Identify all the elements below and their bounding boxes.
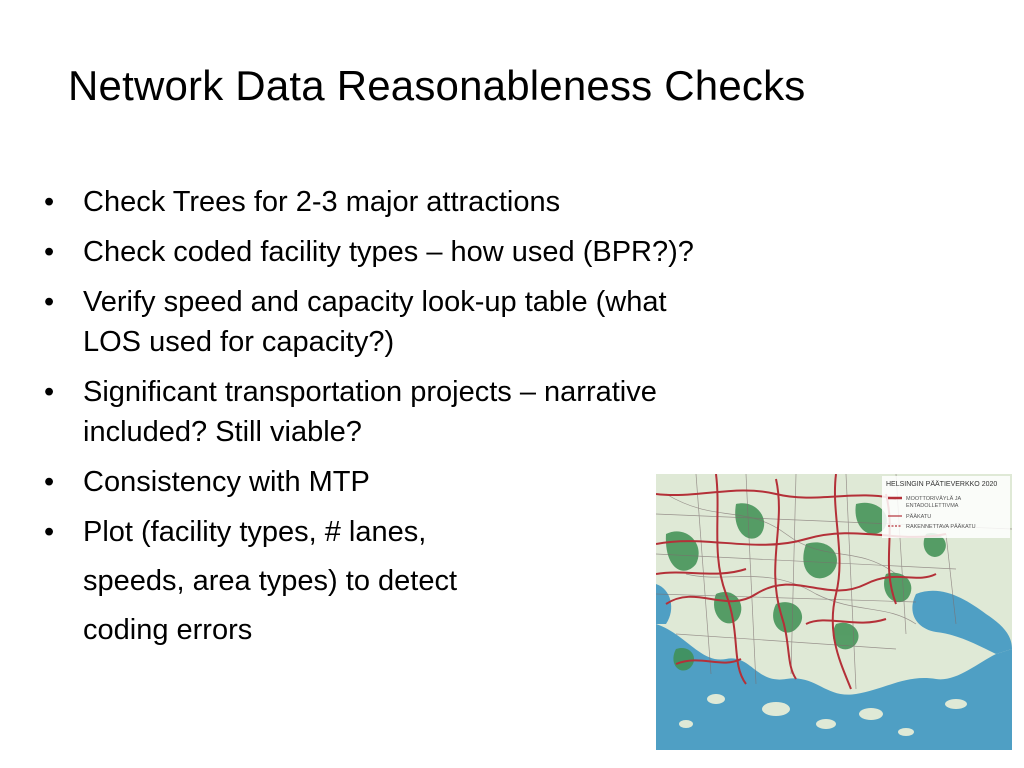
bullet-text-line3: coding errors [83,614,253,646]
road-network-map-graphic: HELSINGIN PÄÄTIEVERKKO 2020 MOOTTORIVÄYL… [656,474,1012,750]
bullet-dot: • [44,516,55,548]
bullet-item: • Significant transportation projects – … [44,372,804,452]
bullet-text-line2: LOS used for capacity?) [83,326,395,358]
legend-item-motorway-cont: ENTADOLLETTIVMA [906,503,959,509]
map-main-roads [656,474,947,690]
bullet-text: Check coded facility types – how used (B… [83,236,694,268]
bullet-text: Significant transportation projects – na… [83,376,657,408]
bullet-text: Verify speed and capacity look-up table … [83,286,667,318]
bullet-list: • Check Trees for 2-3 major attractions … [44,182,804,660]
bullet-text: Check Trees for 2-3 major attractions [83,186,561,218]
bullet-dot: • [44,186,55,218]
legend-item-planned-street: RAKENNETTAVA PÄÄKATU [906,523,976,530]
bullet-text: Consistency with MTP [83,466,370,498]
bullet-dot: • [44,286,55,318]
map-water [656,624,1012,750]
legend-item-main-street: PÄÄKATU [906,513,931,520]
map-legend: HELSINGIN PÄÄTIEVERKKO 2020 MOOTTORIVÄYL… [882,476,1010,538]
bullet-dot: • [44,376,55,408]
map-water-bay [912,590,1012,654]
bullet-dot: • [44,236,55,268]
bullet-text-line2: speeds, area types) to detect [83,565,457,597]
bullet-text-line2: included? Still viable? [83,416,362,448]
map-islands [679,694,967,736]
bullet-item: • Consistency with MTP [44,462,804,502]
bullet-item: • Check coded facility types – how used … [44,232,804,272]
bullet-dot: • [44,466,55,498]
legend-item-motorway: MOOTTORIVÄYLÄ JA [906,495,962,502]
legend-title: HELSINGIN PÄÄTIEVERKKO 2020 [886,480,997,488]
bullet-item: • Plot (facility types, # lanes, speeds,… [44,512,804,650]
road-network-map: HELSINGIN PÄÄTIEVERKKO 2020 MOOTTORIVÄYL… [656,474,1012,750]
bullet-item: • Verify speed and capacity look-up tabl… [44,282,804,362]
bullet-text: Plot (facility types, # lanes, [83,516,427,548]
slide-title: Network Data Reasonableness Checks [68,62,806,109]
bullet-item: • Check Trees for 2-3 major attractions [44,182,804,222]
